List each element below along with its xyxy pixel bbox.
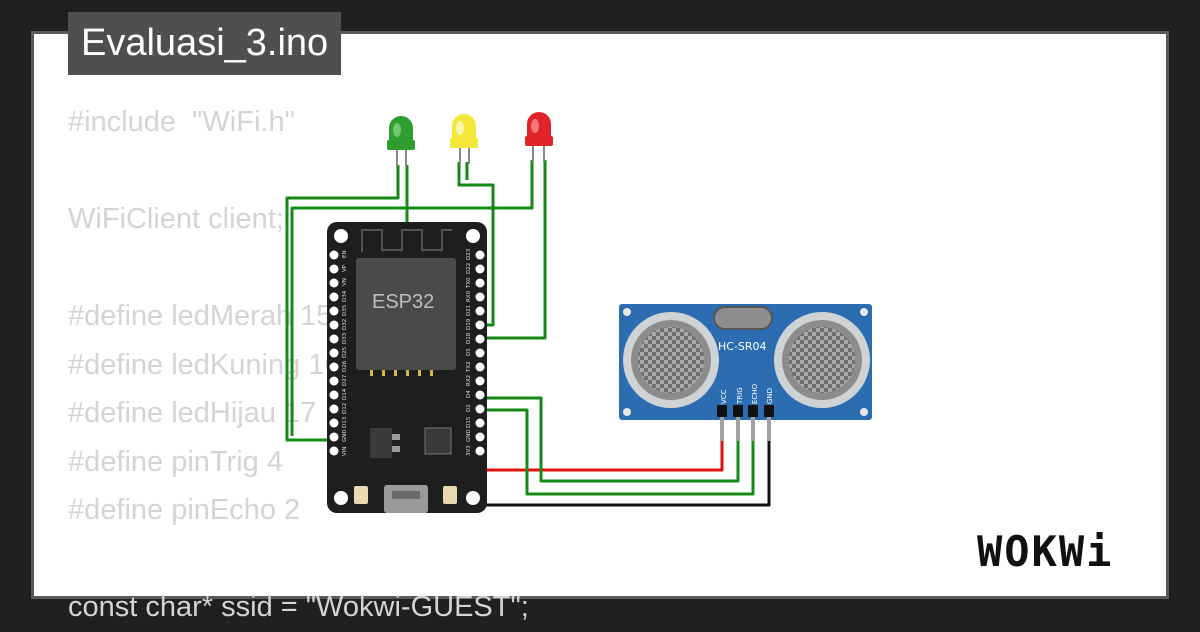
wire-echo[interactable]	[480, 408, 755, 496]
code-line: #define ledHijau 17	[68, 397, 317, 429]
pin-label: D19	[466, 318, 472, 330]
code-line: #define pinTrig 4	[68, 445, 283, 478]
sensor-pin-label: GND	[766, 388, 774, 404]
esp32-board[interactable]: ESP32	[327, 222, 487, 513]
pin-label: D12	[342, 403, 348, 414]
pin-label: D33	[342, 332, 348, 344]
led-red[interactable]	[525, 112, 553, 162]
wire-yellow-led[interactable]	[457, 162, 495, 327]
code-line: #define ledKuning 16	[68, 348, 341, 381]
sensor-pin-label: TRIG	[736, 387, 744, 405]
sensor-pin-label: VCC	[720, 389, 728, 404]
pin-label: TX0	[466, 277, 472, 289]
pin-label: GND	[342, 429, 348, 442]
code-line: #define pinEcho 2	[68, 494, 301, 526]
wire-trig[interactable]	[480, 396, 740, 483]
led-green[interactable]	[387, 116, 415, 166]
pin-label: D27	[342, 374, 348, 386]
wire-green-led[interactable]	[285, 165, 400, 442]
pin-label: VIN	[342, 447, 348, 457]
pin-label: RX0	[466, 290, 472, 302]
pin-label: D21	[466, 305, 472, 316]
wire-vcc[interactable]	[478, 420, 724, 472]
pin-label: D34	[342, 290, 348, 302]
pin-label: TX2	[466, 361, 472, 373]
project-title[interactable]: Evaluasi_3.ino	[68, 12, 342, 75]
pin-label: EN	[342, 250, 348, 258]
pin-label: VN	[342, 278, 348, 286]
wokwi-logo: WOKWi	[977, 527, 1114, 576]
code-line: const char* ssid = "Wokwi-GUEST";	[68, 591, 529, 623]
code-line: WiFiClient client;	[68, 203, 284, 235]
pin-label: D32	[342, 319, 348, 330]
pin-label: D4	[466, 390, 472, 398]
pin-label: D25	[342, 346, 348, 358]
pin-label: D15	[466, 416, 472, 428]
pin-label: D22	[466, 263, 472, 274]
sensor-pin-label: ECHO	[751, 383, 759, 404]
led-yellow[interactable]	[450, 114, 478, 164]
hcsr04-sensor[interactable]: HC-SR04 VCC TRIG ECHO GND	[619, 304, 872, 441]
code-line: #include "WiFi.h"	[68, 106, 295, 138]
pin-label: RX2	[466, 375, 472, 386]
wire-red-led-b[interactable]	[480, 160, 547, 340]
sensor-label: HC-SR04	[718, 340, 767, 353]
pin-label: D14	[342, 388, 348, 400]
esp32-label: ESP32	[372, 291, 434, 313]
pin-label: D2	[466, 404, 472, 412]
pin-label: D26	[342, 360, 348, 372]
wire-red-led[interactable]	[290, 160, 534, 436]
code-background: #include "WiFi.h" WiFiClient client; #defi…	[68, 98, 529, 632]
pin-label: D35	[342, 304, 348, 316]
pin-label: D18	[466, 332, 472, 344]
pin-label: VP	[342, 264, 348, 272]
pin-label: D13	[342, 416, 348, 428]
pin-label: 3V3	[466, 445, 472, 456]
canvas-card	[31, 31, 1169, 599]
pin-label: D23	[466, 248, 472, 260]
pin-label: GND	[466, 429, 472, 442]
pin-label: D5	[466, 348, 472, 356]
